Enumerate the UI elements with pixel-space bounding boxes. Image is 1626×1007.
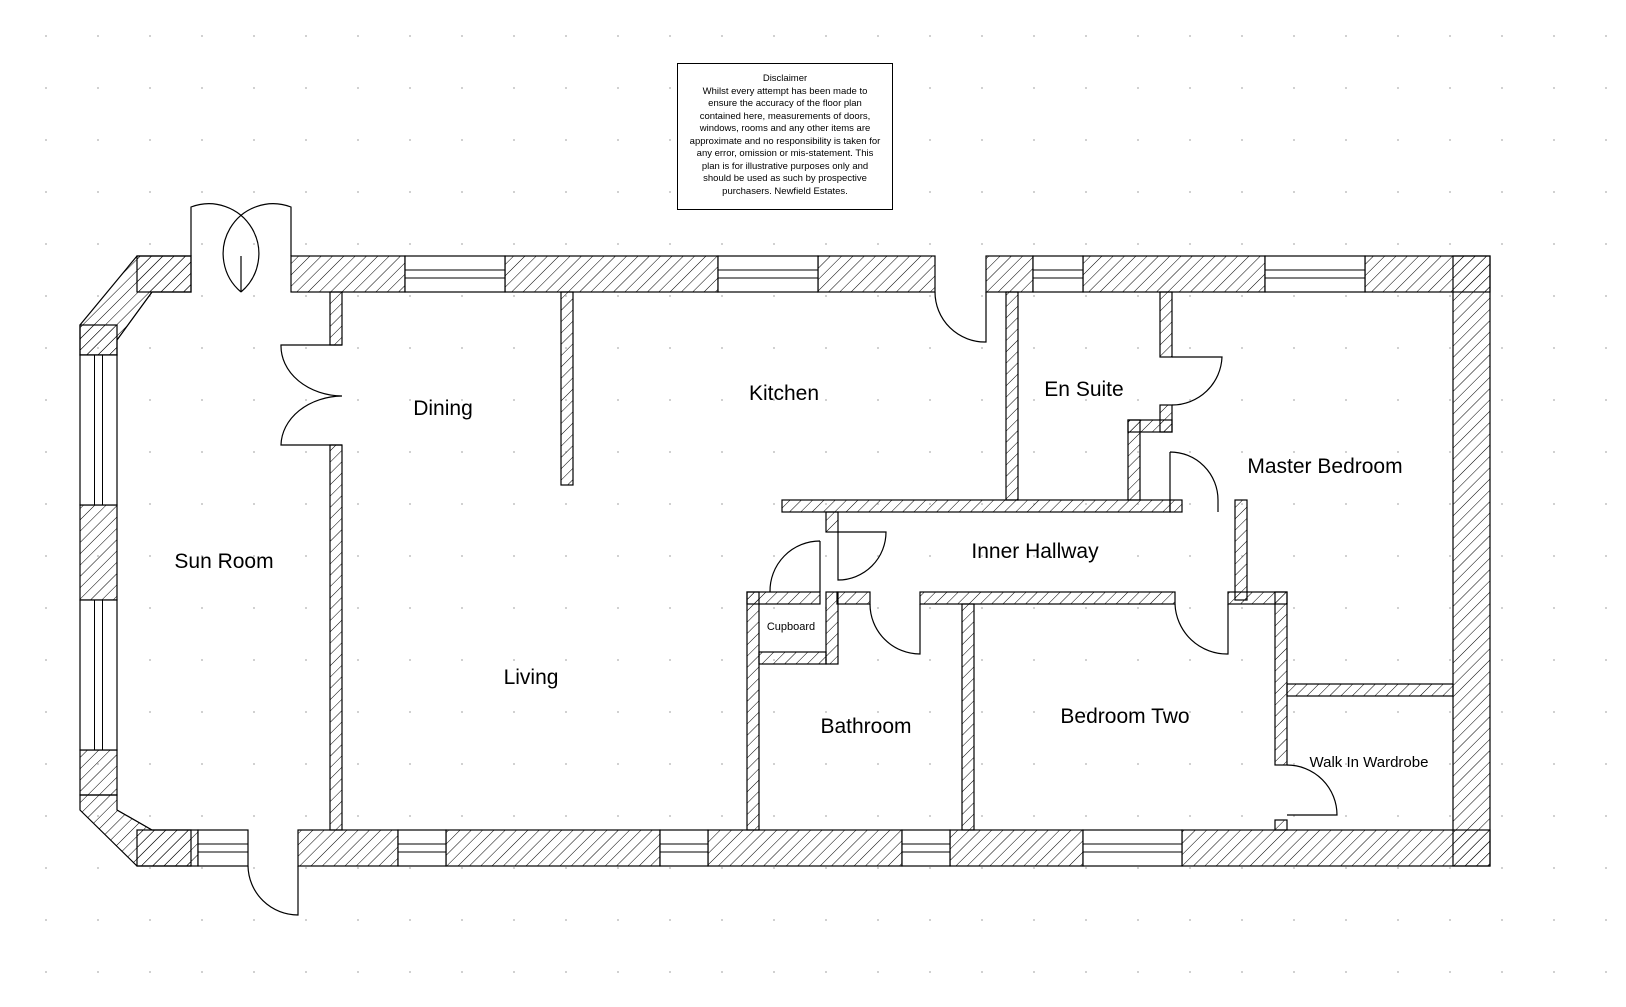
room-label-bathroom: Bathroom bbox=[820, 715, 911, 738]
wall bbox=[290, 255, 406, 293]
door-swing bbox=[869, 603, 921, 655]
window-pane bbox=[1032, 269, 1084, 279]
window-frame bbox=[1032, 255, 1084, 293]
wall bbox=[825, 591, 839, 665]
room-label-walk-in-wardrobe: Walk In Wardrobe bbox=[1310, 754, 1429, 771]
window-pane bbox=[94, 354, 103, 506]
wall bbox=[79, 504, 118, 601]
wall bbox=[1159, 291, 1173, 358]
window bbox=[79, 599, 118, 751]
window-frame bbox=[1264, 255, 1366, 293]
wall bbox=[297, 829, 399, 867]
window-pane bbox=[1082, 843, 1183, 853]
window bbox=[404, 255, 506, 293]
wall bbox=[1286, 683, 1454, 697]
wall bbox=[758, 651, 827, 665]
wall bbox=[961, 603, 975, 831]
room-label-master-bedroom: Master Bedroom bbox=[1247, 455, 1402, 478]
window-pane bbox=[94, 599, 103, 751]
wall bbox=[707, 829, 903, 867]
wall bbox=[949, 829, 1084, 867]
wall bbox=[329, 291, 343, 346]
room-label-en-suite: En Suite bbox=[1044, 378, 1123, 401]
room-label-sun-room: Sun Room bbox=[174, 550, 273, 573]
wall bbox=[1452, 255, 1491, 867]
room-label-dining: Dining bbox=[413, 397, 473, 420]
doors bbox=[190, 203, 1338, 916]
wall bbox=[746, 591, 760, 831]
wall bbox=[1169, 499, 1183, 513]
wall bbox=[985, 255, 1034, 293]
window-frame bbox=[79, 599, 118, 751]
window-frame bbox=[659, 829, 709, 867]
window bbox=[901, 829, 951, 867]
door-swing bbox=[837, 531, 887, 581]
window bbox=[659, 829, 709, 867]
window-frame bbox=[397, 829, 447, 867]
wall bbox=[1274, 819, 1288, 831]
wall bbox=[1181, 829, 1491, 867]
window-frame bbox=[79, 354, 118, 506]
window bbox=[717, 255, 819, 293]
wall-bay-bottom bbox=[79, 794, 192, 867]
room-label-bedroom-two: Bedroom Two bbox=[1060, 705, 1189, 728]
window bbox=[1032, 255, 1084, 293]
bay-window-bottom bbox=[116, 809, 153, 831]
wall bbox=[445, 829, 661, 867]
window-frame bbox=[1082, 829, 1183, 867]
window bbox=[1264, 255, 1366, 293]
room-label-living: Living bbox=[504, 666, 559, 689]
walls bbox=[79, 255, 1491, 867]
door-swing bbox=[280, 344, 343, 446]
disclaimer-title: Disclaimer bbox=[762, 73, 808, 84]
window-pane bbox=[197, 843, 249, 853]
window-pane bbox=[717, 269, 819, 279]
wall bbox=[560, 291, 574, 486]
wall bbox=[79, 749, 118, 796]
door-swing bbox=[934, 291, 987, 343]
door-swing bbox=[1169, 451, 1219, 512]
windows bbox=[79, 255, 1366, 867]
wall bbox=[919, 591, 1176, 605]
window-pane bbox=[397, 843, 447, 853]
wall bbox=[1082, 255, 1266, 293]
door-swing bbox=[1171, 356, 1223, 406]
window-frame bbox=[197, 829, 249, 867]
wall bbox=[817, 255, 936, 293]
window bbox=[1082, 829, 1183, 867]
wall bbox=[1234, 499, 1248, 601]
disclaimer-text: Whilst every attempt has been made to en… bbox=[689, 85, 881, 197]
wall bbox=[781, 499, 1171, 513]
window-pane bbox=[901, 843, 951, 853]
room-label-kitchen: Kitchen bbox=[749, 382, 819, 405]
door-swing bbox=[1174, 603, 1229, 655]
window-frame bbox=[404, 255, 506, 293]
wall bbox=[504, 255, 719, 293]
window-pane bbox=[404, 269, 506, 279]
wall bbox=[1005, 291, 1019, 501]
door-swing bbox=[1286, 764, 1338, 816]
door-swing bbox=[769, 540, 821, 593]
window bbox=[79, 354, 118, 506]
door-swing bbox=[190, 203, 292, 293]
wall-bay-top bbox=[79, 255, 192, 356]
window bbox=[397, 829, 447, 867]
window bbox=[197, 829, 249, 867]
wall bbox=[1127, 419, 1141, 501]
wall bbox=[825, 511, 839, 533]
disclaimer-box: Disclaimer Whilst every attempt has been… bbox=[677, 63, 893, 210]
wall bbox=[836, 591, 871, 605]
bay-window-top bbox=[116, 291, 153, 341]
room-label-cupboard: Cupboard bbox=[767, 621, 815, 633]
room-label-inner-hallway: Inner Hallway bbox=[971, 540, 1099, 563]
window-pane bbox=[1264, 269, 1366, 279]
window-frame bbox=[717, 255, 819, 293]
wall bbox=[329, 444, 343, 831]
wall bbox=[1274, 591, 1288, 766]
wall bbox=[746, 591, 821, 605]
door-swing bbox=[247, 865, 299, 916]
window-frame bbox=[901, 829, 951, 867]
window-pane bbox=[659, 843, 709, 853]
